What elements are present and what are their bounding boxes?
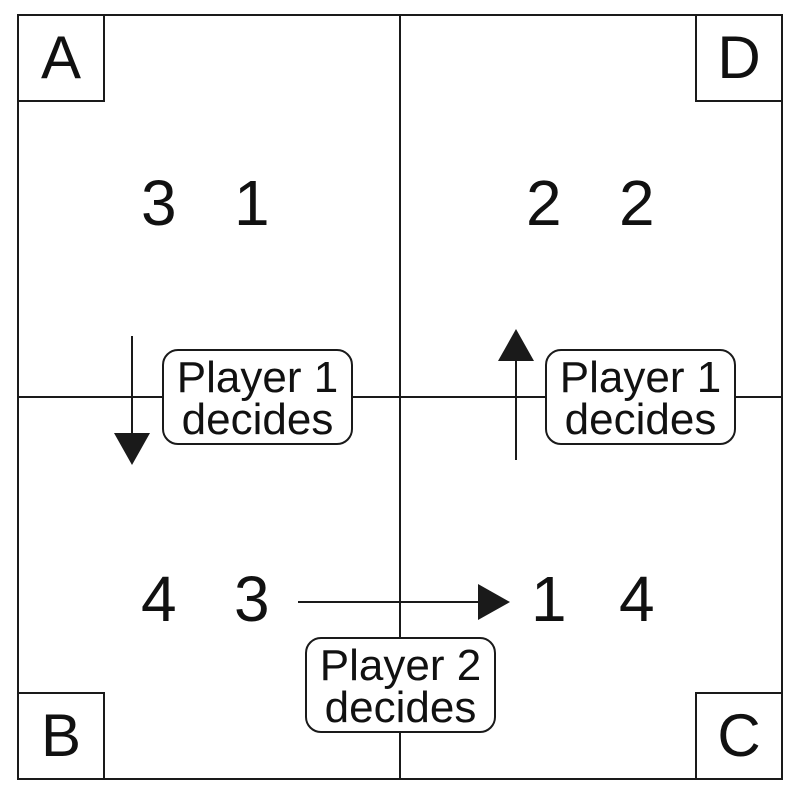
decision-label-left-line1: Player 1 — [176, 353, 339, 402]
payoff-c-player2: 4 — [619, 563, 655, 635]
arrow-a-to-b-head — [114, 433, 150, 465]
decision-label-bottom-line1: Player 2 — [319, 641, 482, 690]
arrow-c-to-d-head — [498, 329, 534, 361]
arrow-b-to-c-head — [478, 584, 510, 620]
payoff-b-player1: 4 — [141, 563, 177, 635]
corner-label-d: D — [695, 14, 783, 102]
horizontal-divider-middle — [353, 396, 545, 398]
horizontal-divider-left — [17, 396, 162, 398]
corner-label-c: C — [695, 692, 783, 780]
corner-label-a: A — [17, 14, 105, 102]
payoff-c-player1: 1 — [531, 563, 567, 635]
decision-label-left: Player 1 decides — [162, 349, 353, 445]
decision-label-right-line1: Player 1 — [559, 353, 722, 402]
horizontal-divider-right — [736, 396, 783, 398]
corner-label-b: B — [17, 692, 105, 780]
decision-label-right: Player 1 decides — [545, 349, 736, 445]
payoff-a-player2: 1 — [234, 167, 270, 239]
decision-label-right-line2: decides — [564, 395, 717, 444]
payoff-a-player1: 3 — [141, 167, 177, 239]
payoff-b-player2: 3 — [234, 563, 270, 635]
decision-label-bottom: Player 2 decides — [305, 637, 496, 733]
decision-label-left-line2: decides — [181, 395, 334, 444]
payoff-d-player1: 2 — [526, 167, 562, 239]
payoff-d-player2: 2 — [619, 167, 655, 239]
decision-label-bottom-line2: decides — [324, 683, 477, 732]
